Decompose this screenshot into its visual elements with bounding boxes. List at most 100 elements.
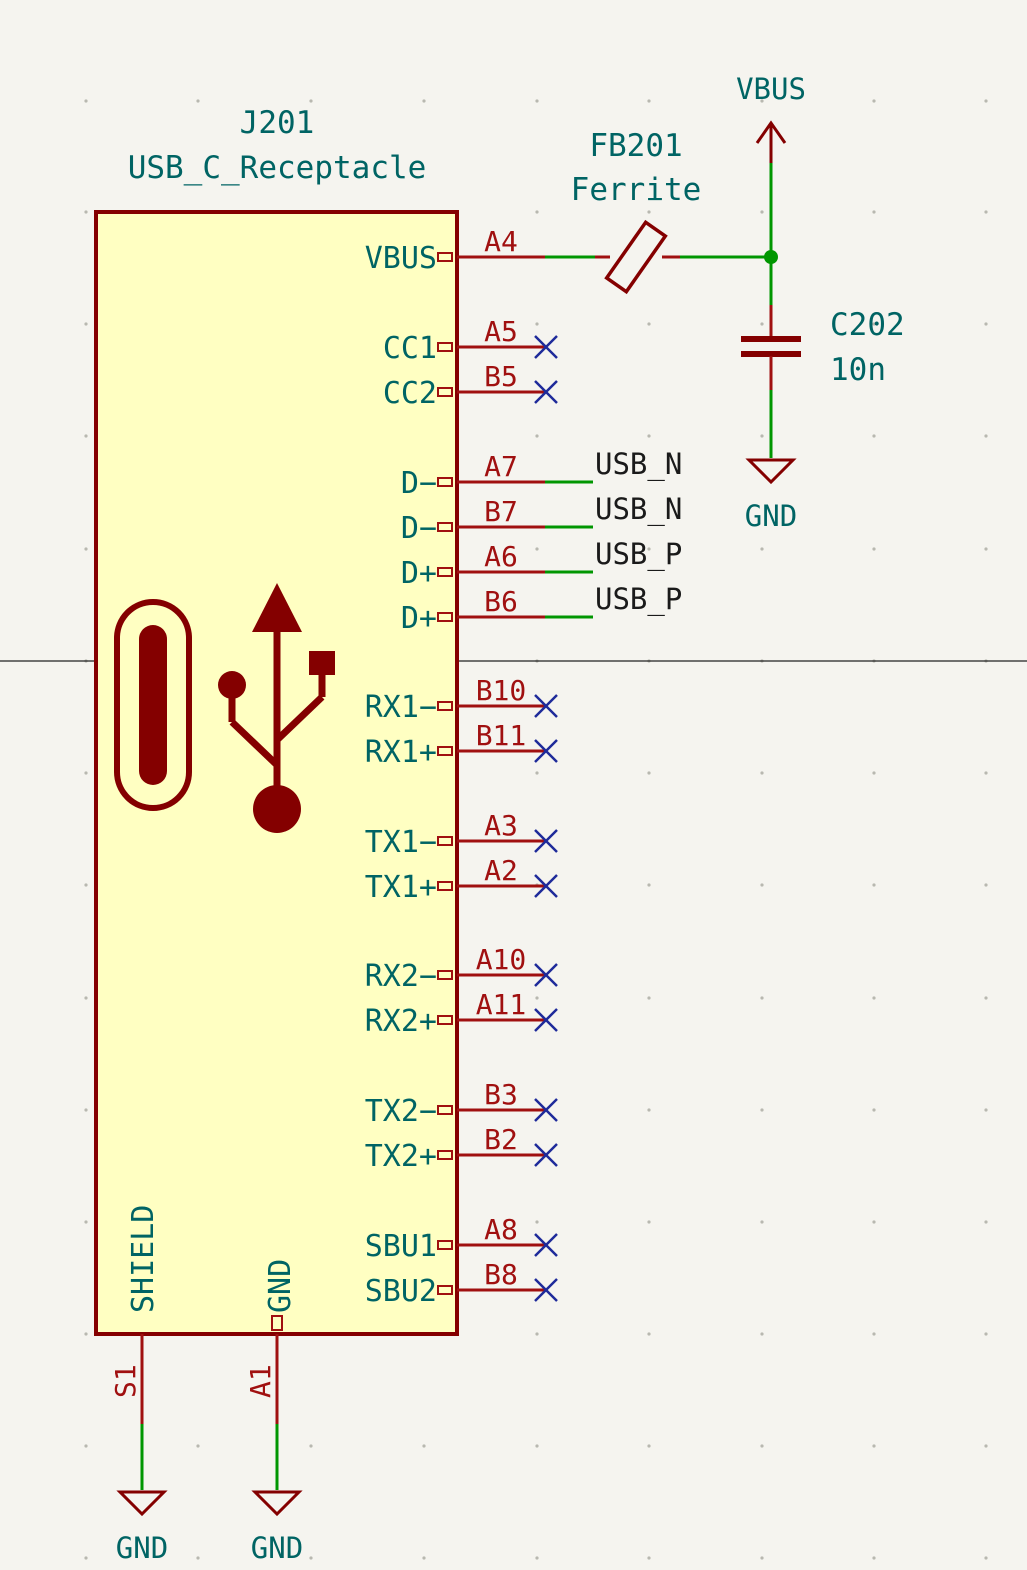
net-label-usb-p[interactable]: USB_P xyxy=(595,582,682,617)
pin-a10[interactable]: RX2−A10 xyxy=(365,943,558,994)
grid-dot xyxy=(984,1332,988,1336)
no-connect-icon xyxy=(534,380,558,404)
pin-name-b3: TX2− xyxy=(365,1094,437,1129)
grid-dot xyxy=(647,1444,651,1448)
pin-number-b11: B11 xyxy=(476,719,527,752)
usb-c-port-icon xyxy=(114,599,192,811)
grid-dot xyxy=(760,1444,764,1448)
capacitor-symbol[interactable] xyxy=(741,336,801,357)
grid-dot xyxy=(760,1556,764,1560)
grid-dot xyxy=(647,1556,651,1560)
grid-dot xyxy=(84,883,88,887)
grid-dot xyxy=(872,99,876,103)
grid-dot xyxy=(84,1108,88,1112)
pin-name-b2: TX2+ xyxy=(365,1139,437,1174)
grid-dot xyxy=(84,99,88,103)
pin-number-a8: A8 xyxy=(484,1213,518,1246)
pin-a11[interactable]: RX2+A11 xyxy=(365,988,558,1039)
pin-a3[interactable]: TX1−A3 xyxy=(365,809,558,860)
no-connect-icon xyxy=(534,1143,558,1167)
net-label-usb-n[interactable]: USB_N xyxy=(595,492,682,527)
pin-name-b10: RX1− xyxy=(365,690,437,725)
pin-name-b11: RX1+ xyxy=(365,735,437,770)
pin-stub xyxy=(437,1105,453,1115)
grid-dot xyxy=(760,547,764,551)
grid-dot xyxy=(872,1444,876,1448)
capacitor-reference: C202 xyxy=(830,307,905,343)
grid-dot xyxy=(422,1556,426,1560)
pin-name-a2: TX1+ xyxy=(365,870,437,905)
grid-dot xyxy=(535,547,539,551)
grid-dot xyxy=(872,1332,876,1336)
grid-dot xyxy=(872,1556,876,1560)
grid-dot xyxy=(84,210,88,214)
grid-dot xyxy=(872,547,876,551)
grid-dot xyxy=(872,771,876,775)
grid-dot xyxy=(760,1108,764,1112)
ferrite-value: Ferrite xyxy=(571,172,702,208)
vbus-power-symbol[interactable] xyxy=(755,120,787,257)
grid-dot xyxy=(647,771,651,775)
grid-dot xyxy=(535,1332,539,1336)
no-connect-icon xyxy=(534,874,558,898)
pin-number-b2: B2 xyxy=(484,1123,518,1156)
pin-a2[interactable]: TX1+A2 xyxy=(365,854,558,905)
net-label-usb-n[interactable]: USB_N xyxy=(595,447,682,482)
grid-dot xyxy=(535,996,539,1000)
pin-stub xyxy=(437,970,453,980)
pin-stub xyxy=(437,836,453,846)
grid-dot xyxy=(422,99,426,103)
grid-dot xyxy=(84,322,88,326)
grid-dot xyxy=(760,322,764,326)
grid-dot xyxy=(984,434,988,438)
component-value: USB_C_Receptacle xyxy=(128,150,427,186)
grid-dot xyxy=(872,434,876,438)
pin-name-a4: VBUS xyxy=(365,241,437,276)
ferrite-bead-symbol[interactable] xyxy=(604,219,668,295)
pin-shield[interactable]: SHIELD S1 xyxy=(109,1205,161,1490)
pin-stub xyxy=(437,746,453,756)
grid-dot xyxy=(984,322,988,326)
no-connect-icon xyxy=(534,1278,558,1302)
gnd-symbol-a1[interactable] xyxy=(251,1490,303,1517)
pin-number-a5: A5 xyxy=(484,315,518,348)
grid-dot xyxy=(872,1108,876,1112)
grid-dot xyxy=(647,210,651,214)
gnd-symbol-capacitor[interactable] xyxy=(745,458,797,485)
gnd-symbol-shield[interactable] xyxy=(116,1490,168,1517)
pin-name-shield: SHIELD xyxy=(126,1205,161,1313)
pin-b2[interactable]: TX2+ B2 xyxy=(365,1123,558,1174)
grid-dot xyxy=(309,99,313,103)
pin-stub xyxy=(437,567,453,577)
grid-dot xyxy=(84,434,88,438)
pin-b10[interactable]: RX1−B10 xyxy=(365,674,558,725)
pin-number-a10: A10 xyxy=(476,943,527,976)
pin-stub xyxy=(437,612,453,622)
grid-dot xyxy=(647,1108,651,1112)
vbus-power-label: VBUS xyxy=(736,72,806,106)
grid-dot xyxy=(535,1220,539,1224)
pin-gnd[interactable]: GND A1 xyxy=(244,1259,298,1490)
net-label-usb-p[interactable]: USB_P xyxy=(595,537,682,572)
pin-number-a7: A7 xyxy=(484,450,518,483)
pin-b11[interactable]: RX1+ B11 xyxy=(365,719,558,770)
pin-stub xyxy=(437,387,453,397)
no-connect-icon xyxy=(534,335,558,359)
grid-dot xyxy=(84,1556,88,1560)
grid-dot xyxy=(872,883,876,887)
pin-b3[interactable]: TX2−B3 xyxy=(365,1078,558,1129)
grid-dot xyxy=(84,1332,88,1336)
pin-name-b7: D− xyxy=(401,511,437,546)
pin-stub xyxy=(437,477,453,487)
no-connect-icon xyxy=(534,1233,558,1257)
